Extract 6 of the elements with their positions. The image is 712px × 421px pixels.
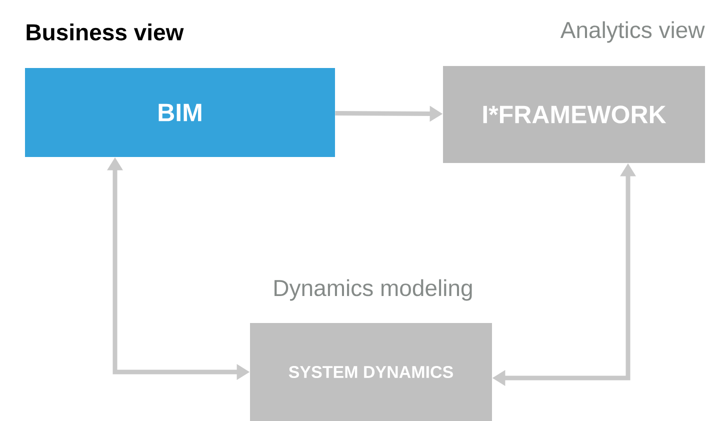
heading: Business view [26,24,184,40]
heading: Dynamics modeling [274,279,472,301]
heading: Analytics view [560,21,705,43]
process-box: SYSTEM DYNAMICS [250,323,492,421]
process-box: BIM [25,68,335,157]
process-box: I*FRAMEWORK [443,66,705,163]
